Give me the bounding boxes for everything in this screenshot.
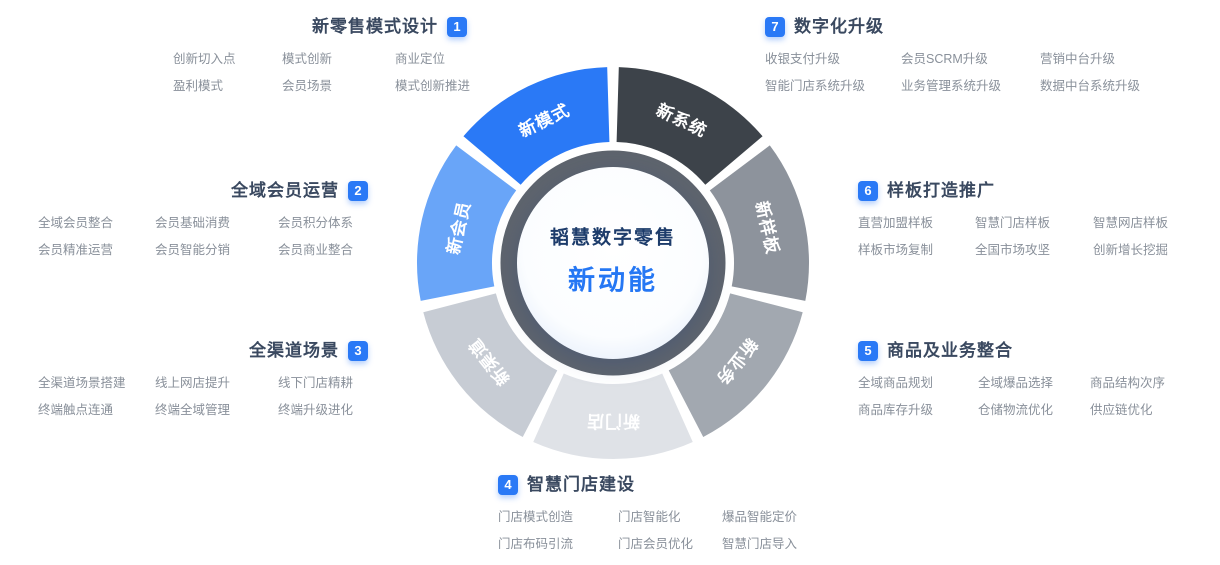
group-item: 门店会员优化 xyxy=(618,537,694,551)
group-title: 4 智慧门店建设 xyxy=(498,474,797,496)
group-item: 盈利模式 xyxy=(173,79,224,93)
group-item: 门店模式创造 xyxy=(498,510,574,524)
group-item: 数据中台系统升级 xyxy=(1040,79,1141,93)
group-item: 智慧网店样板 xyxy=(1093,216,1169,230)
group-item: 全渠道场景搭建 xyxy=(38,376,126,390)
wheel-segment-label: 新门店 xyxy=(586,412,640,432)
group-item: 直营加盟样板 xyxy=(858,216,934,230)
group-item: 会员基础消费 xyxy=(155,216,231,230)
group-item: 全国市场攻坚 xyxy=(975,243,1051,257)
wheel-segment-5 xyxy=(423,293,558,437)
group-number-badge: 1 xyxy=(447,17,467,37)
group-item: 收银支付升级 xyxy=(765,52,841,66)
group-title-text: 全渠道场景 xyxy=(249,341,339,360)
group-item: 终端升级进化 xyxy=(278,403,354,417)
group-title-text: 智慧门店建设 xyxy=(527,475,635,494)
group-item: 商业定位 xyxy=(395,52,446,66)
group-title: 7 数字化升级 xyxy=(765,16,1140,38)
group-item: 仓储物流优化 xyxy=(978,403,1054,417)
group-number-badge: 5 xyxy=(858,341,878,361)
wheel-segment-1 xyxy=(616,67,763,185)
group-item: 会员精准运营 xyxy=(38,243,114,257)
group-item: 会员商业整合 xyxy=(278,243,354,257)
group-item: 线上网店提升 xyxy=(155,376,231,390)
group-title-text: 样板打造推广 xyxy=(887,181,995,200)
group-item: 商品结构次序 xyxy=(1090,376,1166,390)
group-item: 爆品智能定价 xyxy=(722,510,798,524)
group-item: 线下门店精耕 xyxy=(278,376,354,390)
group-number-badge: 6 xyxy=(858,181,878,201)
group-item: 样板市场复制 xyxy=(858,243,934,257)
group-title-text: 新零售模式设计 xyxy=(312,17,438,36)
group-number-badge: 3 xyxy=(348,341,368,361)
group-items: 全渠道场景搭建 线上网店提升 线下门店精耕 终端触点连通 终端全域管理 终端升级… xyxy=(38,376,368,417)
wheel-segment-4 xyxy=(533,373,693,460)
group-item: 模式创新 xyxy=(282,52,333,66)
group-title: 5 商品及业务整合 xyxy=(858,340,1165,362)
group-items: 全域商品规划 全域爆品选择 商品结构次序 商品库存升级 仓储物流优化 供应链优化 xyxy=(858,376,1165,417)
group-item: 全域会员整合 xyxy=(38,216,114,230)
group-title: 6 样板打造推广 xyxy=(858,180,1168,202)
group-title-text: 商品及业务整合 xyxy=(887,341,1013,360)
group-smart-store-construction: 4 智慧门店建设 门店模式创造 门店智能化 爆品智能定价 门店布码引流 门店会员… xyxy=(498,474,797,551)
group-item: 全域商品规划 xyxy=(858,376,934,390)
group-title-text: 数字化升级 xyxy=(794,17,884,36)
wheel-ring xyxy=(500,150,726,376)
wheel-segment-3 xyxy=(668,293,803,437)
group-item: 会员智能分销 xyxy=(155,243,231,257)
wheel-segment-7 xyxy=(463,67,610,185)
group-omni-channel-scene: 全渠道场景 3 全渠道场景搭建 线上网店提升 线下门店精耕 终端触点连通 终端全… xyxy=(38,340,368,417)
group-items: 门店模式创造 门店智能化 爆品智能定价 门店布码引流 门店会员优化 智慧门店导入 xyxy=(498,510,797,551)
group-item: 门店布码引流 xyxy=(498,537,574,551)
group-item: 智能门店系统升级 xyxy=(765,79,866,93)
group-item: 门店智能化 xyxy=(618,510,681,524)
group-item: 智慧门店样板 xyxy=(975,216,1051,230)
wheel-segments xyxy=(416,67,810,460)
group-item: 终端全域管理 xyxy=(155,403,231,417)
group-number-badge: 4 xyxy=(498,475,518,495)
group-item: 商品库存升级 xyxy=(858,403,934,417)
group-omni-member-operation: 全域会员运营 2 全域会员整合 会员基础消费 会员积分体系 会员精准运营 会员智… xyxy=(38,180,368,257)
group-product-business-integration: 5 商品及业务整合 全域商品规划 全域爆品选择 商品结构次序 商品库存升级 仓储… xyxy=(858,340,1165,417)
group-model-promotion: 6 样板打造推广 直营加盟样板 智慧门店样板 智慧网店样板 样板市场复制 全国市… xyxy=(858,180,1168,257)
group-number-badge: 7 xyxy=(765,17,785,37)
group-item: 供应链优化 xyxy=(1090,403,1153,417)
group-title: 新零售模式设计 1 xyxy=(173,16,467,38)
group-item: 全域爆品选择 xyxy=(978,376,1054,390)
wheel-center-circle xyxy=(517,167,709,359)
group-items: 全域会员整合 会员基础消费 会员积分体系 会员精准运营 会员智能分销 会员商业整… xyxy=(38,216,368,257)
group-item: 会员SCRM升级 xyxy=(901,52,988,66)
group-item: 创新增长挖掘 xyxy=(1093,243,1169,257)
group-item: 模式创新推进 xyxy=(395,79,471,93)
group-digital-upgrade: 7 数字化升级 收银支付升级 会员SCRM升级 营销中台升级 智能门店系统升级 … xyxy=(765,16,1140,93)
group-item: 会员场景 xyxy=(282,79,333,93)
group-number-badge: 2 xyxy=(348,181,368,201)
group-item: 创新切入点 xyxy=(173,52,236,66)
group-item: 营销中台升级 xyxy=(1040,52,1116,66)
group-item: 会员积分体系 xyxy=(278,216,354,230)
wheel-segment-6 xyxy=(416,145,517,301)
group-title-text: 全域会员运营 xyxy=(231,181,339,200)
group-new-retail-model-design: 新零售模式设计 1 创新切入点 模式创新 商业定位 盈利模式 会员场景 模式创新… xyxy=(173,16,471,93)
wheel-segment-2 xyxy=(709,145,810,301)
group-title: 全渠道场景 3 xyxy=(38,340,368,362)
group-title: 全域会员运营 2 xyxy=(38,180,368,202)
group-items: 创新切入点 模式创新 商业定位 盈利模式 会员场景 模式创新推进 xyxy=(173,52,471,93)
group-items: 直营加盟样板 智慧门店样板 智慧网店样板 样板市场复制 全国市场攻坚 创新增长挖… xyxy=(858,216,1168,257)
group-item: 业务管理系统升级 xyxy=(901,79,1002,93)
group-item: 终端触点连通 xyxy=(38,403,114,417)
group-item: 智慧门店导入 xyxy=(722,537,798,551)
group-items: 收银支付升级 会员SCRM升级 营销中台升级 智能门店系统升级 业务管理系统升级… xyxy=(765,52,1140,93)
